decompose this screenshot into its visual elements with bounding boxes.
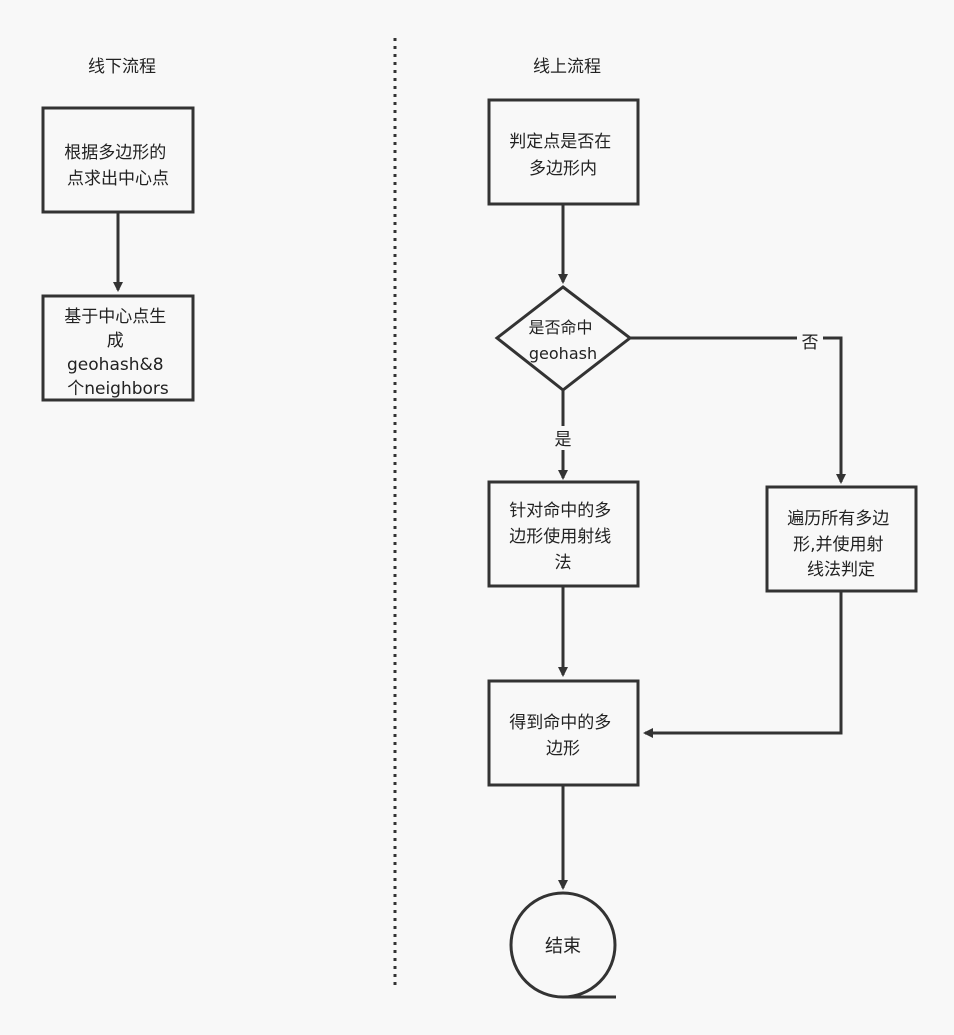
- offline-column-title: 线下流程: [88, 57, 156, 77]
- online-step-1-box[interactable]: [487, 98, 640, 206]
- decision-text: 是否命中 geohash: [528, 318, 597, 363]
- yes-step-text: 针对命中的多 边形使用射线 法: [509, 501, 616, 573]
- decision-diamond[interactable]: [494, 285, 633, 392]
- result-step-text: 得到命中的多 边形: [509, 713, 616, 759]
- no-branch-arrow: [630, 336, 846, 484]
- yes-label-bg: [550, 426, 576, 450]
- offline-step-2-box[interactable]: [41, 294, 195, 402]
- offline-step-1-text: 根据多边形的 点求出中心点: [64, 143, 171, 189]
- no-step-text: 遍历所有多边 形,并使用射 线法判定: [787, 509, 894, 580]
- online-step-1-text: 判定点是否在 多边形内: [509, 132, 616, 179]
- result-step-box[interactable]: [487, 679, 640, 787]
- online-column-title: 线上流程: [533, 57, 601, 77]
- no-step-box[interactable]: [765, 485, 918, 593]
- yes-branch-label: 是: [555, 430, 572, 450]
- no-label-bg: [797, 330, 823, 354]
- offline-step-2-text: 基于中心点生 成 geohash&8 个neighbors: [64, 307, 171, 399]
- no-to-result-arrow: [643, 591, 843, 738]
- end-node-text: 结束: [545, 936, 581, 957]
- no-branch-label: 否: [802, 333, 819, 353]
